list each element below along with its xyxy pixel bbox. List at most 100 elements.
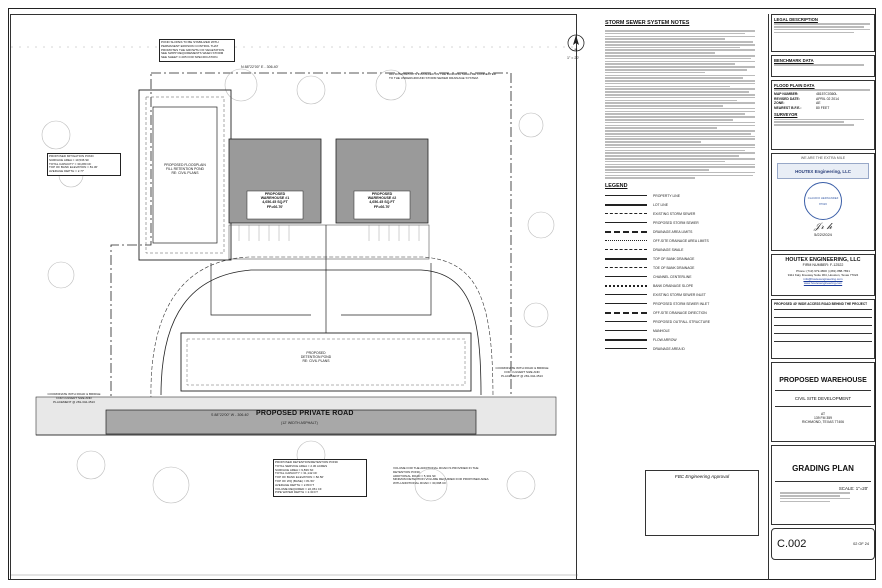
legend-symbol-icon [605, 330, 647, 331]
north-arrow-icon: N [566, 33, 586, 53]
legend-label: PROPOSED STORM SEWER INLET [653, 301, 710, 306]
legend-item: OFF-SITE DRAINAGE AREA LIMITS [605, 236, 763, 245]
sheet-title-box: GRADING PLAN SCALE: 1"=20' [771, 445, 875, 525]
legend-item: TOE OF BANK DRAINAGE [605, 263, 763, 272]
flood-row: ZONE:AE [774, 101, 821, 106]
legend-label: CHANNEL CENTERLINE [653, 274, 692, 279]
storm-notes-title: STORM SEWER SYSTEM NOTES [605, 20, 690, 26]
legend-symbol-icon [605, 284, 647, 287]
legend-item: OFF-SITE DRAINAGE DIRECTION [605, 308, 763, 317]
project-box: PROPOSED WAREHOUSE CIVIL SITE DEVELOPMEN… [771, 362, 875, 442]
legend-symbol-icon [605, 240, 647, 241]
property-line [110, 72, 512, 411]
flood-row: MAP NUMBER:48157C0360L [774, 91, 838, 96]
downspout-note: ALL DOWNSPOUTS INSTALLED ON THE BUILDING… [389, 72, 496, 80]
legend-title: LEGEND [605, 183, 628, 189]
legend-label: TOE OF BANK DRAINAGE [653, 265, 695, 270]
legend-item: LOT LINE [605, 200, 763, 209]
legend-label: BANK DRAINAGE SLOPE [653, 283, 694, 288]
legend-label: DRAINAGE SWALE [653, 247, 684, 252]
legend-symbol-icon [605, 230, 647, 233]
legend-label: TOP OF BANK DRAINAGE [653, 256, 695, 261]
sheet-title: GRADING PLAN [792, 464, 854, 473]
north-bearing: N 88°22'00" E - 306.40' [241, 65, 279, 69]
legend-label: PROPERTY LINE [653, 193, 681, 198]
south-bearing: S 88°22'00" W - 306.40' [211, 413, 250, 417]
stamp-box: WE ARE THE EXTRA MILE HOUTEX Engineering… [771, 153, 875, 251]
legend-label: EXISTING STORM SEWER [653, 211, 696, 216]
svg-text:N: N [575, 47, 578, 52]
site-plan-drawing [11, 46, 578, 576]
signature-icon: 𝒥𝓇 𝒽 [814, 222, 832, 232]
legend-item: BANK DRAINAGE SLOPE [605, 281, 763, 290]
legend-label: DRAINAGE AREA ID [653, 346, 685, 351]
legend-item: PROPERTY LINE [605, 191, 763, 200]
legend-label: MANHOLE [653, 328, 670, 333]
legend-symbol-icon [605, 222, 647, 223]
legend-item: MANHOLE [605, 326, 763, 335]
houtex-logo: HOUTEX Engineering, LLC [777, 163, 869, 179]
legend-symbol-icon [605, 249, 647, 250]
revision-box: PROPOSED 40' WIDE ACCESS ROAD BEHIND THE… [771, 299, 875, 359]
legend-symbol-icon [605, 303, 647, 304]
legend-label: PROPOSED STORM SEWER [653, 220, 699, 225]
legend-item: DRAINAGE AREA ID [605, 344, 763, 353]
legend-item: EXISTING STORM SEWER INLET [605, 290, 763, 299]
legend-item: DRAINAGE AREA LIMITS [605, 227, 763, 236]
storm-notes-body [605, 30, 763, 179]
sheet-scale: SCALE: 1"=20' [838, 486, 868, 491]
legend-label: EXISTING STORM SEWER INLET [653, 292, 706, 297]
legend-label: DRAINAGE AREA LIMITS [653, 229, 693, 234]
legend-symbol-icon [605, 267, 647, 268]
legend-symbol-icon [605, 203, 647, 206]
legend-symbol-icon [605, 321, 647, 322]
firm-box: HOUTEX ENGINEERING, LLC FIRM NUMBER: F-1… [771, 254, 875, 296]
road-label: PROPOSED PRIVATE ROAD [256, 410, 354, 417]
benchmark-data: BENCHMARK DATA [771, 55, 875, 77]
title-block: LEGAL DESCRIPTION BENCHMARK DATA FLOOD P… [768, 14, 877, 580]
legend-label: OFF-SITE DRAINAGE DIRECTION [653, 310, 707, 315]
legend-label: FLOW ARROW [653, 337, 677, 342]
sheet-number: C.002 [777, 538, 807, 550]
legend-item: PROPOSED STORM SEWER [605, 218, 763, 227]
flood-row: NEAREST B.F.E.:80 FEET [774, 105, 830, 110]
legend-item: PROPOSED STORM SEWER INLET [605, 299, 763, 308]
legal-description: LEGAL DESCRIPTION [771, 14, 875, 52]
legend-symbol-icon [605, 195, 647, 196]
road-width: (12' WIDTH ASPHALT) [281, 421, 318, 425]
legend-label: OFF-SITE DRAINAGE AREA LIMITS [653, 238, 709, 243]
site-plan: N 88°22'00" E - 306.40' S 88°22'00" W - … [10, 14, 578, 580]
legend-item: EXISTING STORM SEWER [605, 209, 763, 218]
legend-symbol-icon [605, 338, 647, 341]
legend-item: TOP OF BANK DRAINAGE [605, 254, 763, 263]
volume-note: VOLUME FOR THE ADDITIONAL ROAD IS PROVID… [393, 466, 489, 486]
plan-scale: 1" = 20' [567, 56, 580, 60]
legend-item: PROPOSED OUTFALL STRUCTURE [605, 317, 763, 326]
legend-symbol-icon [605, 257, 647, 260]
legend-symbol-icon [605, 294, 647, 295]
legend-item: CHANNEL CENTERLINE [605, 272, 763, 281]
notes-column: STORM SEWER SYSTEM NOTES LEGEND PROPERTY… [605, 20, 763, 580]
sheet-number-box: C.002 02 OF 24 [771, 528, 875, 560]
legend: PROPERTY LINE LOT LINE EXISTING STORM SEWE… [605, 191, 763, 353]
legend-label: PROPOSED OUTFALL STRUCTURE [653, 319, 710, 324]
legend-item: DRAINAGE SWALE [605, 245, 763, 254]
flood-row: REVISED DATE:APRIL 02 2014 [774, 96, 839, 101]
legend-symbol-icon [605, 276, 647, 277]
legend-symbol-icon [605, 311, 647, 314]
legend-symbol-icon [605, 348, 647, 349]
legend-item: FLOW ARROW [605, 335, 763, 344]
legend-label: LOT LINE [653, 202, 669, 207]
engineer-seal: CLAUDIO HERNANDEZ 87626 [804, 182, 842, 220]
